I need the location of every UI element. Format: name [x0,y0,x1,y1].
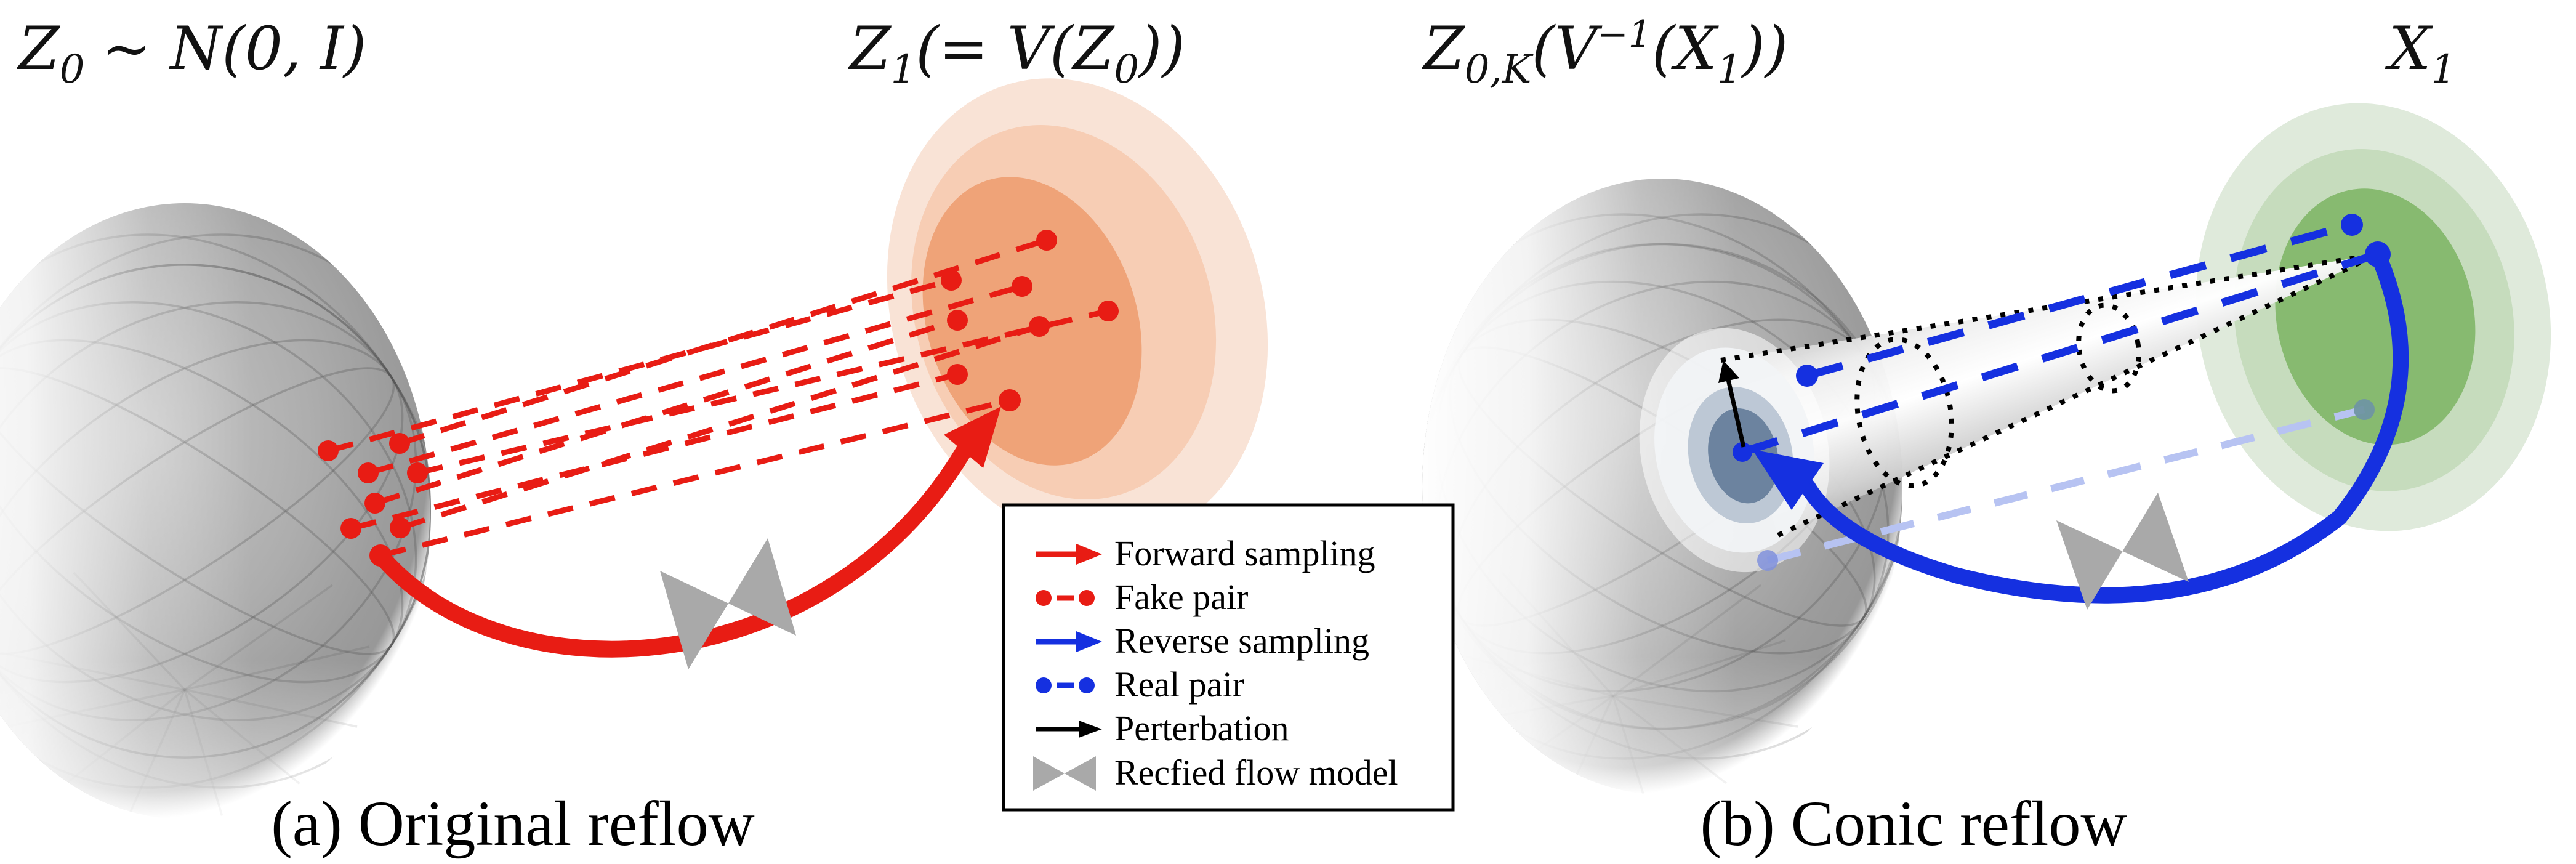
forward-sampling-arrowhead [944,406,1001,468]
caption-panel-a: (a) Original reflow [271,788,754,859]
cone-cross-section-1 [1854,337,1954,488]
label-part: 1 [1717,47,1742,92]
blue-arrowhead-icon [1076,631,1102,652]
gaussian-sphere-a [0,203,431,819]
label-z0k: Z0,K(V−1(X1)) [1422,13,1788,92]
legend-item-real-pair: Real pair [1036,664,1244,705]
z0-sample-dot [407,462,428,483]
fake-pair-lines [327,237,1109,559]
label-part: −1 [1597,13,1651,56]
legend-label: Recfied flow model [1114,753,1398,793]
real-pair-line [1741,250,2379,456]
reverse-sampling-curve [1800,246,2409,604]
fake-pair-line [398,237,1048,446]
flow-model-bowtie-a [660,538,796,669]
fake-pair-line [399,323,1040,531]
legend-label: Real pair [1114,664,1244,705]
black-arrowhead-icon [1079,721,1102,738]
legend-item-perturbation: Perterbation [1036,708,1289,748]
legend-label: Reverse sampling [1114,621,1369,661]
legend-item-reverse-sampling: Reverse sampling [1036,621,1369,661]
label-part: )) [1741,14,1788,83]
label-part: Z [17,14,61,83]
fake-pair-line [416,308,1109,476]
reverse-sampling-arrowhead [1752,450,1824,510]
x1-source-dot [2365,241,2391,267]
sphere-a-bottom-fade [0,203,431,819]
label-part: (X [1652,14,1719,83]
fake-pair-line [379,397,1011,559]
z1-sample-dot [1029,316,1050,337]
legend-label: Perterbation [1114,708,1289,748]
label-part: 0,K [1465,47,1534,92]
label-part: 1 [891,47,916,92]
green-blob-inner [2275,188,2476,445]
label-z0-distribution: Z0 ∼ N(0, I) [17,14,366,92]
label-part: (V [1532,14,1603,83]
label-part: 1 [2431,47,2456,92]
legend-item-forward-sampling: Forward sampling [1036,533,1375,573]
flow-model-bowtie-b [2056,493,2189,610]
perturbation-arrow [1718,360,1746,448]
gray-bowtie-icon [1033,756,1096,791]
red-dot-icon [1036,590,1052,606]
z1-sample-dot [947,310,968,331]
cone-cross-section-2 [2076,302,2141,394]
red-arrowhead-icon [1076,544,1102,565]
z1-sample-dot [947,364,968,385]
blue-dot-icon [1079,677,1095,693]
z1-sample-dot [999,389,1021,411]
z1-sample-dot [1012,276,1032,297]
z0-sample-dot [358,462,379,483]
blue-dot-icon [1036,677,1052,693]
label-part: ∼ N(0, I) [102,14,366,83]
legend-label: Forward sampling [1114,533,1375,573]
label-part: (= V(Z [916,14,1115,83]
label-z1: Z1(= V(Z0)) [848,14,1185,92]
perturbation-arrowhead [1718,360,1739,383]
cone-upper-edge [1720,252,2378,363]
label-part: 0 [1114,47,1139,92]
cone-dotted-outline [1720,252,2379,538]
label-part: X [2385,14,2433,83]
red-dot-icon [1079,590,1095,606]
z0k-apex-dot [1733,442,1752,462]
fake-pair-line [327,277,952,454]
z0k-sample-dot-faded [1757,550,1778,571]
z0-sample-dot [369,544,392,567]
x1-sample-dot [2341,214,2363,236]
label-part: 0 [60,47,85,92]
fake-pair-dots [318,230,1119,567]
legend-label: Fake pair [1114,577,1248,617]
caption-panel-b: (b) Conic reflow [1700,788,2127,859]
fake-pair-line [350,371,959,531]
real-pair-line [1806,220,2353,380]
z1-sample-dot [1036,230,1057,251]
z0-sample-dot [389,433,410,454]
z1-sample-dot [1098,301,1119,321]
label-part: Z [1422,14,1466,83]
label-part: Z [848,14,892,83]
real-pair-line-faded [1766,406,2365,564]
real-pair-lines [1741,220,2379,456]
z0k-sample-dot [1796,365,1818,387]
z1-sample-dot [941,270,962,291]
cone-body [1721,254,2378,535]
perturbation-arrow-shaft [1725,376,1746,448]
legend-item-fake-pair: Fake pair [1036,577,1248,617]
legend-item-flow-model: Recfied flow model [1033,753,1398,793]
z0-sample-dot [318,440,339,461]
forward-sampling-curve [372,443,972,658]
real-pair-dots [1733,214,2391,571]
label-part: )) [1138,14,1185,83]
label-x1: X1 [2385,14,2456,92]
z0-sample-dot [364,493,385,514]
z0-sample-dot [390,517,411,538]
x1-sample-dot-faded [2354,399,2375,420]
fake-pair-line [367,283,1023,476]
z0-sample-dot [340,518,361,539]
fake-pair-line [374,317,959,506]
legend: Forward sampling Fake pair Reverse sampl… [1002,503,1455,812]
